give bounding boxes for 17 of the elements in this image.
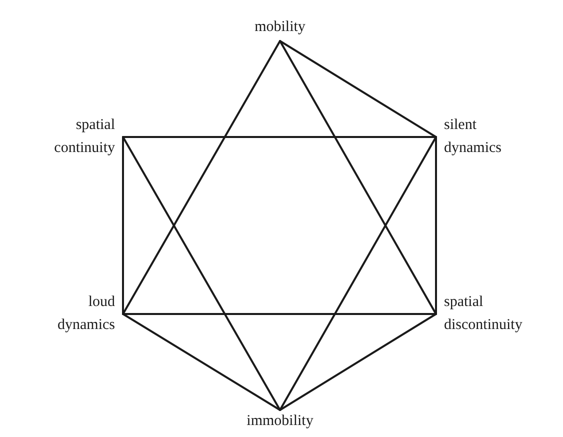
node-label: spatial discontinuity <box>444 293 524 335</box>
connector-line <box>435 136 437 315</box>
connector-line <box>122 313 281 411</box>
connector-line <box>122 136 124 315</box>
connector-line <box>122 313 437 315</box>
node-label: immobility <box>246 412 314 431</box>
node-label: mobility <box>254 18 306 37</box>
connector-line <box>122 40 281 315</box>
connector-line <box>279 313 437 411</box>
connector-line <box>122 136 437 138</box>
node-label: silent dynamics <box>444 116 502 158</box>
connector-line <box>122 136 281 411</box>
node-label: loud dynamics <box>56 293 115 335</box>
connector-line <box>279 40 437 315</box>
connector-line <box>279 40 437 138</box>
connector-line <box>279 136 437 411</box>
node-label: spatial continuity <box>53 116 115 158</box>
